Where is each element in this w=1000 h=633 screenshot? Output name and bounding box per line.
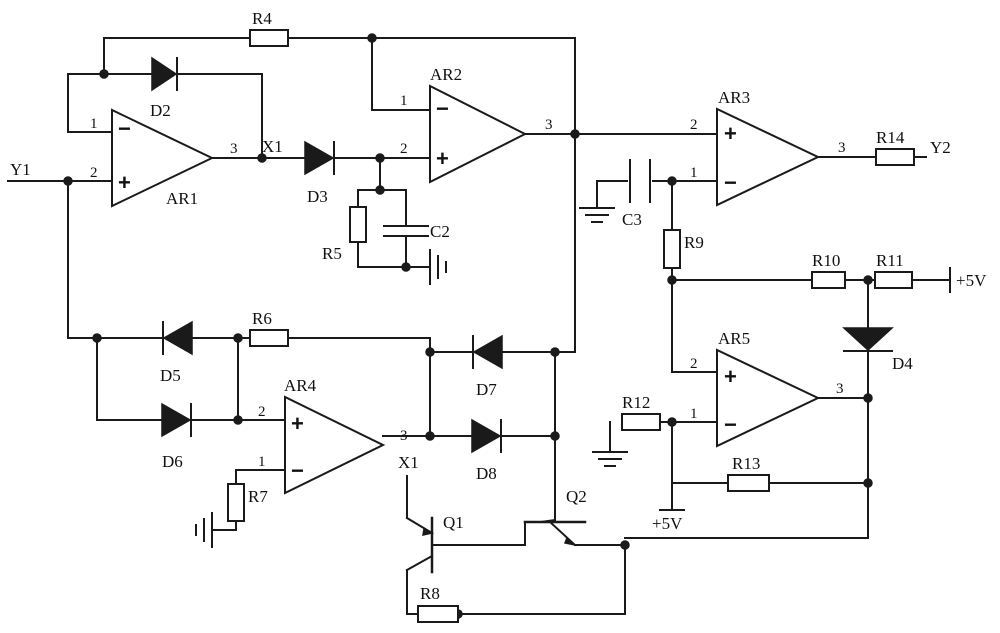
ar5-label: AR5 [718, 329, 750, 348]
c2-label: C2 [430, 222, 450, 241]
ar3-plus-symbol: + [724, 121, 737, 146]
capacitor-c2: C2 [383, 222, 450, 241]
ar3-pin-inv: 1 [690, 165, 698, 181]
ar4-pin-noninv: 2 [258, 404, 266, 420]
supply-vcc-bottom: +5V [652, 509, 685, 533]
capacitor-c3: C3 [622, 159, 651, 229]
ar1-plus-symbol: + [118, 170, 131, 195]
diode-d3: D3 [304, 140, 335, 206]
resistor-r11: R11 [874, 251, 913, 289]
q1-label: Q1 [443, 513, 464, 532]
resistor-r14: R14 [875, 128, 915, 166]
resistor-r10: R10 [811, 251, 846, 289]
ground-r12 [592, 451, 628, 467]
ar5-pin-out: 3 [836, 381, 844, 397]
net-y2-label: Y2 [930, 138, 951, 157]
ar1-pin-inv: 1 [90, 116, 98, 132]
opamp-ar1: − + AR1 1 2 3 [90, 108, 238, 208]
c3-label: C3 [622, 210, 642, 229]
supply-vcc-right: +5V [949, 267, 987, 293]
ar2-pin-noninv: 2 [400, 141, 408, 157]
ar3-minus-symbol: − [724, 170, 737, 195]
resistor-r12: R12 [621, 393, 661, 431]
d2-label: D2 [150, 101, 171, 120]
resistor-r8: R8 [417, 584, 459, 623]
ar4-minus-symbol: − [291, 458, 304, 483]
ar1-minus-symbol: − [118, 116, 131, 141]
ar4-plus-symbol: + [291, 411, 304, 436]
diode-d2: D2 [150, 56, 178, 120]
ar3-label: AR3 [718, 88, 750, 107]
resistor-r9: R9 [663, 229, 704, 269]
r9-label: R9 [684, 233, 704, 252]
net-y1-label: Y1 [10, 160, 31, 179]
ar2-plus-symbol: + [436, 146, 449, 171]
resistor-r13: R13 [727, 454, 770, 492]
resistor-r6: R6 [249, 309, 289, 347]
ar5-pin-inv: 1 [690, 406, 698, 422]
resistor-r5: R5 [322, 206, 367, 263]
diode-d8: D8 [471, 418, 502, 483]
d5-label: D5 [160, 366, 181, 385]
r14-label: R14 [876, 128, 905, 147]
vcc-right-label: +5V [956, 271, 987, 290]
vcc-bottom-label: +5V [652, 514, 683, 533]
opamp-ar4: + − AR4 2 1 3 [258, 376, 408, 495]
opamp-ar5: + − AR5 2 1 3 [690, 329, 844, 448]
ar1-label: AR1 [166, 189, 198, 208]
ar1-pin-noninv: 2 [90, 165, 98, 181]
net-x1-bottom-label: X1 [398, 453, 419, 472]
diode-d6: D6 [161, 402, 192, 471]
opamp-ar3: + − AR3 2 1 3 [690, 88, 846, 207]
d4-label: D4 [892, 354, 913, 373]
resistor-r4: R4 [249, 9, 289, 47]
diode-d4: D4 [842, 327, 913, 373]
r13-label: R13 [732, 454, 760, 473]
diode-d7: D7 [472, 334, 503, 399]
r6-label: R6 [252, 309, 272, 328]
d7-label: D7 [476, 380, 497, 399]
ar3-pin-noninv: 2 [690, 117, 698, 133]
diode-d5: D5 [160, 320, 193, 385]
opamp-ar2: − + AR2 1 2 3 [400, 65, 553, 184]
ar1-pin-out: 3 [230, 141, 238, 157]
ar2-pin-inv: 1 [400, 93, 408, 109]
ar4-pin-out: 3 [400, 428, 408, 444]
transistor-q1: Q1 [405, 513, 464, 574]
ground-c2 [429, 249, 447, 285]
d3-label: D3 [307, 187, 328, 206]
ar2-label: AR2 [430, 65, 462, 84]
q2-label: Q2 [566, 487, 587, 506]
ar2-minus-symbol: − [436, 96, 449, 121]
d8-label: D8 [476, 464, 497, 483]
ar5-minus-symbol: − [724, 412, 737, 437]
ar3-pin-out: 3 [838, 140, 846, 156]
ar4-label: AR4 [284, 376, 317, 395]
r4-label: R4 [252, 9, 272, 28]
r10-label: R10 [812, 251, 840, 270]
ar4-pin-inv: 1 [258, 454, 266, 470]
ar5-plus-symbol: + [724, 364, 737, 389]
r8-label: R8 [420, 584, 440, 603]
ar2-pin-out: 3 [545, 117, 553, 133]
net-x1-top-label: X1 [262, 137, 283, 156]
ground-r7 [195, 512, 213, 548]
r5-label: R5 [322, 244, 342, 263]
ground-c3 [579, 207, 615, 223]
r11-label: R11 [876, 251, 904, 270]
r12-label: R12 [622, 393, 650, 412]
r7-label: R7 [248, 487, 268, 506]
ar5-pin-noninv: 2 [690, 356, 698, 372]
transistor-q2: Q2 [523, 487, 587, 547]
resistor-r7: R7 [227, 483, 268, 522]
d6-label: D6 [162, 452, 183, 471]
